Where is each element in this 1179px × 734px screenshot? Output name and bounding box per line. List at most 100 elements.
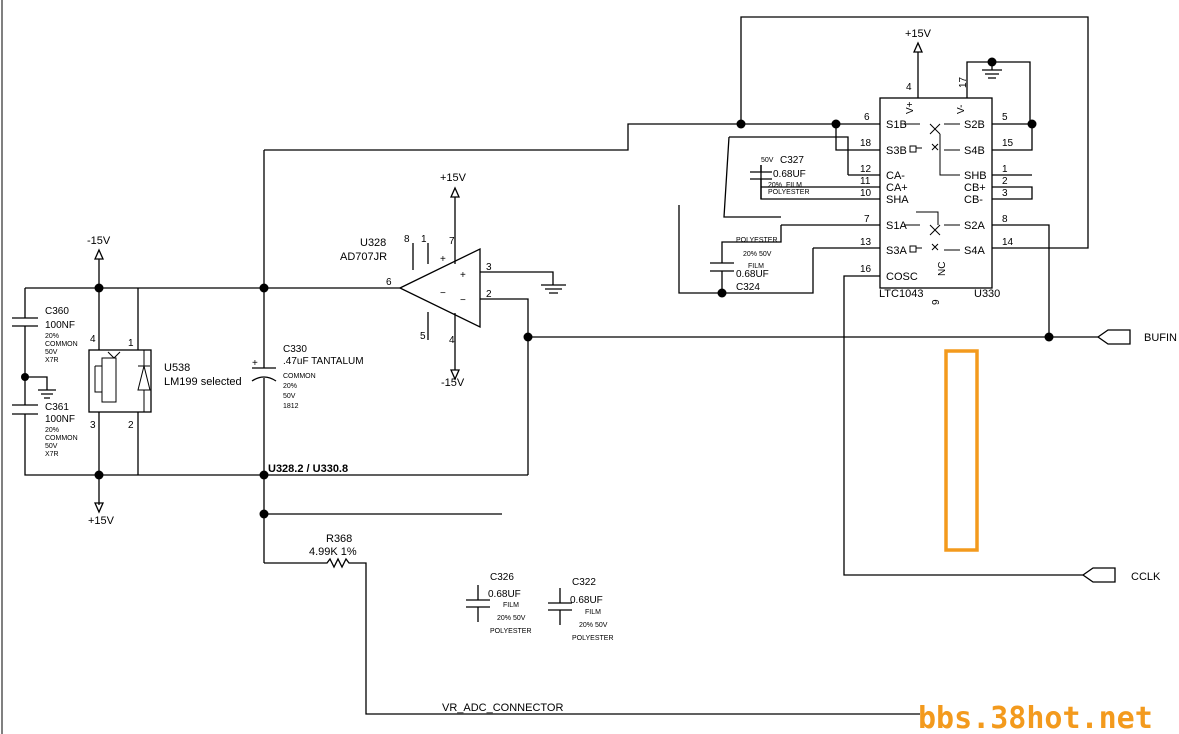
c360-ref: C360 bbox=[45, 306, 69, 317]
c327-type: FILM bbox=[786, 182, 802, 189]
u328-part: AD707JR bbox=[340, 251, 387, 263]
u538-part: LM199 selected bbox=[164, 376, 242, 388]
c326-tol: 20% 50V bbox=[497, 615, 526, 622]
c324-tol: 20% 50V bbox=[743, 251, 772, 258]
u538-pin2: 2 bbox=[128, 420, 134, 431]
c330-volt: 50V bbox=[283, 393, 296, 400]
ltc1043-section bbox=[678, 16, 1089, 576]
c327-diel: POLYESTER bbox=[768, 189, 810, 196]
u330-pin9: 9 bbox=[931, 299, 942, 305]
u330-shb: SHB bbox=[964, 170, 987, 182]
u330-pin8: 8 bbox=[1002, 214, 1008, 225]
c326-type: FILM bbox=[503, 602, 519, 609]
u538-pin1: 1 bbox=[128, 338, 134, 349]
u330-s3b: S3B bbox=[886, 145, 907, 157]
u330-pin11: 11 bbox=[860, 176, 871, 187]
u328-ref: U328 bbox=[360, 237, 386, 249]
c360-volt: 50V bbox=[45, 349, 58, 356]
reference-section: 4 1 2 3 bbox=[12, 248, 152, 514]
c330-type: COMMON bbox=[283, 373, 316, 380]
u328-pin8: 8 bbox=[404, 234, 410, 245]
u330-s3a: S3A bbox=[886, 245, 907, 257]
u538-ref: U538 bbox=[164, 362, 190, 374]
c322-type: FILM bbox=[585, 609, 601, 616]
cclk-port bbox=[1081, 567, 1116, 583]
u330-cosc: COSC bbox=[886, 271, 918, 283]
c360-diel: X7R bbox=[45, 357, 59, 364]
u330-ca-plus: CA+ bbox=[886, 182, 908, 194]
c322-ref: C322 bbox=[572, 577, 596, 588]
c360-tol: 20% bbox=[45, 333, 59, 340]
u330-pin4: 4 bbox=[906, 82, 912, 93]
neg15v-label-opamp: -15V bbox=[441, 377, 465, 389]
u328-plus-supply: + bbox=[440, 254, 446, 265]
pos15v-label-switch: +15V bbox=[905, 28, 932, 40]
net-label: U328.2 / U330.8 bbox=[268, 463, 348, 475]
pos15v-label-bottom: +15V bbox=[88, 515, 115, 527]
u330-s1a: S1A bbox=[886, 220, 907, 232]
c327-volt: 50V bbox=[761, 157, 774, 164]
spare-capacitors bbox=[466, 585, 572, 625]
c330-ref: C330 bbox=[283, 344, 307, 355]
u330-pin3: 3 bbox=[1002, 188, 1008, 199]
u330-pin12: 12 bbox=[860, 164, 872, 175]
u330-pin18: 18 bbox=[860, 138, 872, 149]
c324-type: FILM bbox=[748, 263, 764, 270]
u330-pin1: 1 bbox=[1002, 164, 1008, 175]
c326-value: 0.68UF bbox=[488, 589, 521, 600]
c361-type: COMMON bbox=[45, 435, 78, 442]
c361-ref: C361 bbox=[45, 402, 69, 413]
u330-nc: NC bbox=[937, 262, 948, 276]
u328-pin6: 6 bbox=[386, 277, 392, 288]
u330-pin7: 7 bbox=[864, 214, 870, 225]
u330-pin17: 17 bbox=[958, 76, 969, 88]
u330-pin2: 2 bbox=[1002, 176, 1008, 187]
u330-part: LTC1043 bbox=[879, 288, 923, 300]
r368-value: 4.99K 1% bbox=[309, 546, 357, 558]
u330-sha: SHA bbox=[886, 194, 909, 206]
c322-tol: 20% 50V bbox=[579, 622, 608, 629]
u330-vplus: V+ bbox=[905, 101, 916, 114]
c327-value: 0.68UF bbox=[773, 169, 806, 180]
u328-pin7: 7 bbox=[449, 236, 455, 247]
c361-value: 100NF bbox=[45, 414, 75, 425]
c324-ref: C324 bbox=[736, 282, 760, 293]
c361-volt: 50V bbox=[45, 443, 58, 450]
u328-minus-supply: − bbox=[440, 288, 446, 299]
c330-tol: 20% bbox=[283, 383, 297, 390]
u328-pin2: 2 bbox=[486, 289, 492, 300]
u330-pin5: 5 bbox=[1002, 112, 1008, 123]
u330-cb-plus: CB+ bbox=[964, 182, 986, 194]
c324-diel: POLYESTER bbox=[736, 237, 778, 244]
u330-s2b: S2B bbox=[964, 119, 985, 131]
c326-ref: C326 bbox=[490, 572, 514, 583]
u328-pin3: 3 bbox=[486, 262, 492, 273]
c322-diel: POLYESTER bbox=[572, 635, 614, 642]
u328-minus-input: − bbox=[460, 295, 466, 306]
svg-text:+: + bbox=[252, 358, 258, 369]
u330-ca-minus: CA- bbox=[886, 170, 905, 182]
c327-ref: C327 bbox=[780, 155, 804, 166]
c360-value: 100NF bbox=[45, 320, 75, 331]
u330-s1b: S1B bbox=[886, 119, 907, 131]
u330-s2a: S2A bbox=[964, 220, 985, 232]
u330-ref: U330 bbox=[974, 288, 1000, 300]
u330-s4b: S4B bbox=[964, 145, 985, 157]
vr-adc-connector-label: VR_ADC_CONNECTOR bbox=[442, 702, 563, 714]
u330-pin6: 6 bbox=[864, 112, 870, 123]
u328-plus-input: + bbox=[460, 270, 466, 281]
u328-pin4: 4 bbox=[449, 335, 455, 346]
u330-pin16: 16 bbox=[860, 264, 872, 275]
c330-size: 1812 bbox=[283, 403, 299, 410]
bufin-port bbox=[1096, 329, 1131, 345]
cclk-label: CCLK bbox=[1131, 571, 1161, 583]
u328-pin1: 1 bbox=[421, 234, 427, 245]
c326-diel: POLYESTER bbox=[490, 628, 532, 635]
u330-pin10: 10 bbox=[860, 188, 872, 199]
u328-pin5: 5 bbox=[420, 331, 426, 342]
highlight-box bbox=[944, 349, 979, 552]
c330-value: .47uF TANTALUM bbox=[283, 356, 364, 367]
bufin-label: BUFIN bbox=[1144, 332, 1177, 344]
pos15v-label-opamp: +15V bbox=[440, 172, 467, 184]
